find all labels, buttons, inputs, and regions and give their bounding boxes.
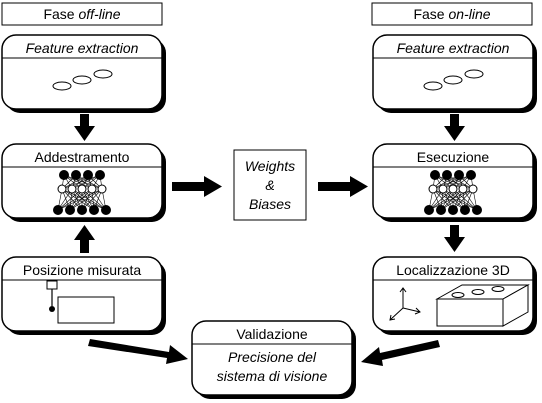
offline-phase-label: Fase off-line bbox=[43, 6, 120, 22]
ampersand-label: & bbox=[265, 177, 274, 193]
measured-position-box: Posizione misurata bbox=[1, 256, 166, 335]
offline-feature-extraction-label: Feature extraction bbox=[26, 40, 139, 56]
measured-position-label: Posizione misurata bbox=[23, 262, 141, 278]
weights-label: Weights bbox=[245, 158, 295, 174]
feature-ellipses-icon bbox=[52, 69, 113, 91]
online-feature-extraction-label: Feature extraction bbox=[397, 40, 510, 56]
offline-phase-header: Fase off-line bbox=[1, 2, 163, 26]
arrow-down-right-bottom bbox=[444, 225, 465, 252]
localization-box: Localizzazione 3D bbox=[372, 256, 537, 335]
neural-network-icon bbox=[424, 170, 482, 215]
validation-precision-line1: Precisione del bbox=[228, 349, 317, 365]
offline-feature-extraction-box: Feature extraction bbox=[1, 34, 166, 113]
execution-label: Esecuzione bbox=[417, 149, 490, 165]
arrow-to-validation-right bbox=[361, 340, 440, 366]
3d-block-icon bbox=[435, 284, 530, 327]
training-box: Addestramento bbox=[1, 143, 166, 222]
validation-box: Validazione Precisione del sistema di vi… bbox=[191, 320, 356, 399]
xyz-axes-icon bbox=[389, 287, 421, 321]
validation-precision-line2: sistema di visione bbox=[217, 368, 328, 384]
arrow-to-validation-left bbox=[88, 339, 188, 364]
weights-biases-box: Weights & Biases bbox=[233, 149, 307, 221]
neural-network-icon bbox=[53, 170, 111, 215]
arrow-right-left bbox=[172, 176, 222, 197]
arrow-up-left bbox=[74, 225, 95, 253]
online-phase-label: Fase on-line bbox=[413, 6, 490, 22]
arrow-right-right bbox=[318, 176, 368, 197]
arrow-down-left-top bbox=[74, 114, 95, 141]
arrows bbox=[74, 114, 465, 366]
validation-label: Validazione bbox=[236, 326, 308, 342]
online-phase-header: Fase on-line bbox=[371, 2, 533, 26]
training-label: Addestramento bbox=[35, 149, 130, 165]
online-feature-extraction-box: Feature extraction bbox=[372, 34, 537, 113]
execution-box: Esecuzione bbox=[372, 143, 537, 222]
localization-label: Localizzazione 3D bbox=[396, 262, 510, 278]
biases-label: Biases bbox=[249, 196, 291, 212]
feature-ellipses-icon bbox=[423, 69, 484, 91]
measurement-probe-icon bbox=[46, 280, 115, 324]
arrow-down-right-top bbox=[444, 114, 465, 141]
